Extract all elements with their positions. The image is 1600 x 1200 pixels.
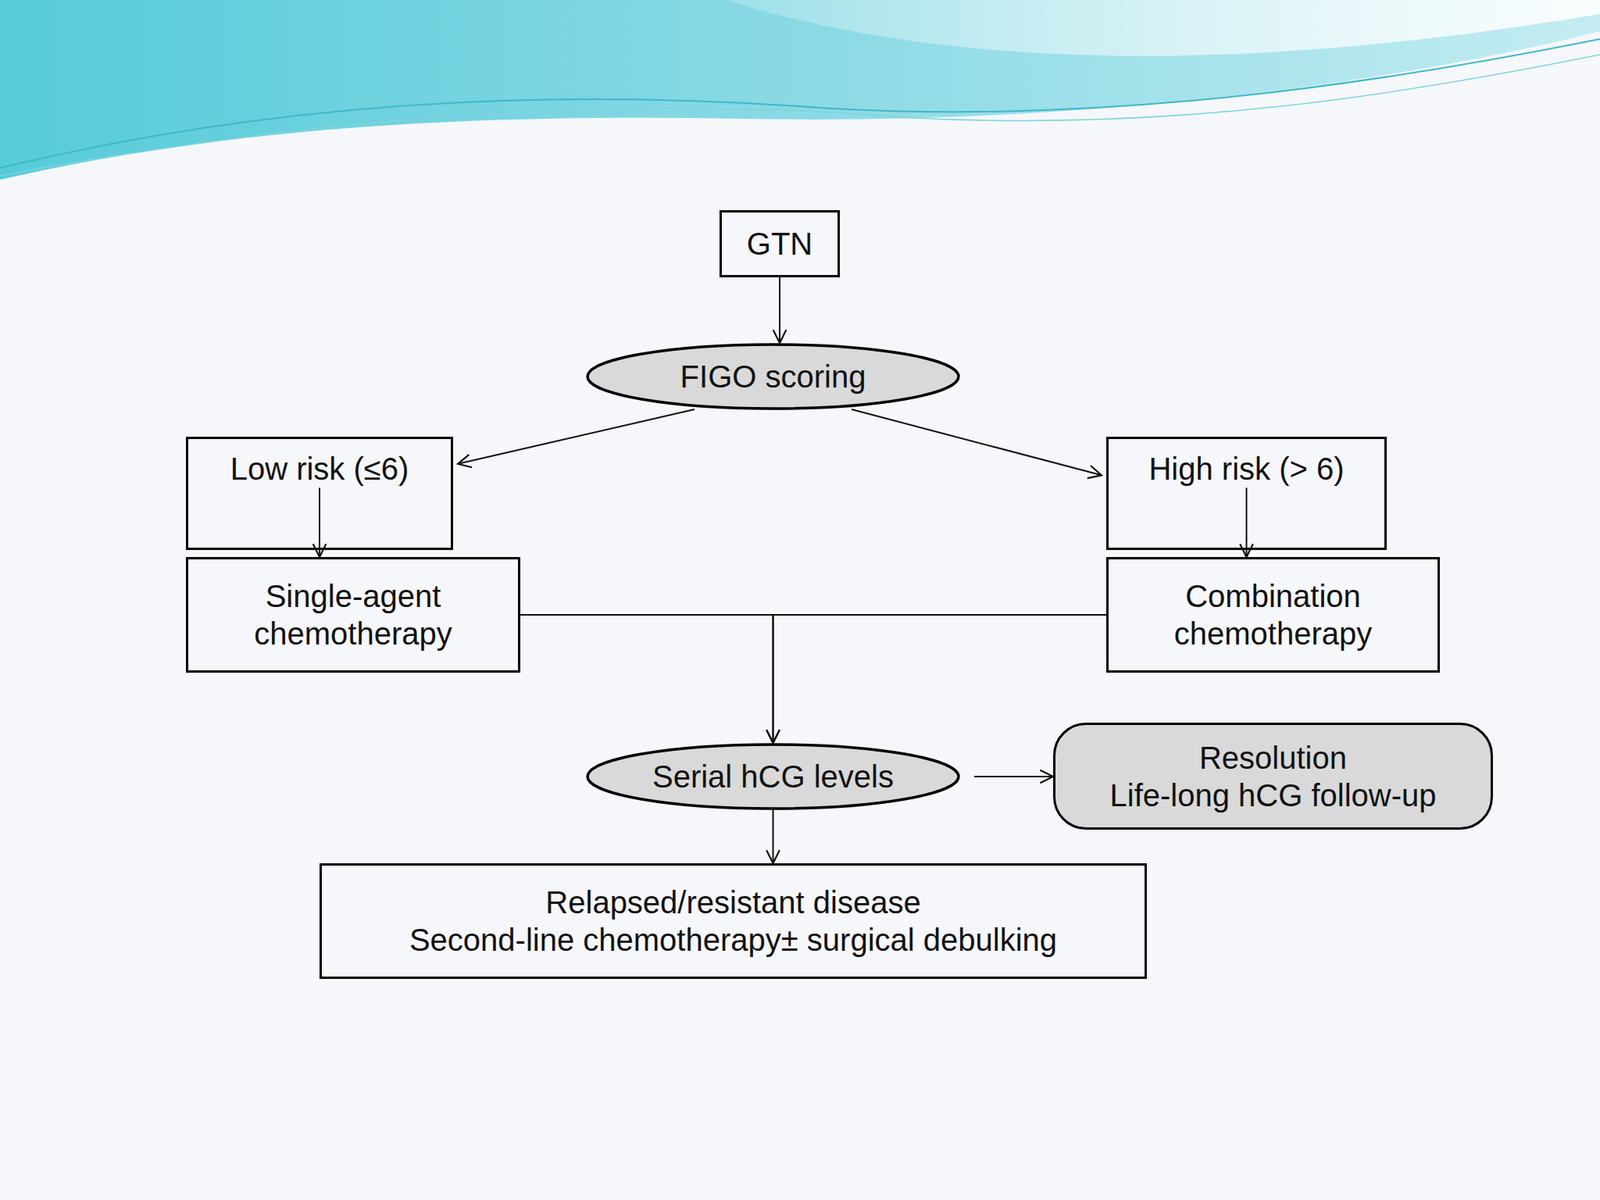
ellipse-shape — [587, 344, 959, 409]
node-text: Single-agent chemotherapy — [188, 577, 518, 653]
flow-arrow — [457, 409, 695, 465]
ellipse-shape — [587, 744, 959, 809]
wave-line — [0, 54, 1600, 176]
node-text: Life-long hCG follow-up — [1102, 776, 1445, 815]
flow-arrow — [851, 409, 1102, 475]
wave-highlight — [726, 0, 1600, 57]
decision-ellipse: FIGO scoring — [585, 342, 961, 411]
process-box: Combination chemotherapy — [1106, 557, 1440, 673]
flow-arrow — [1246, 487, 1248, 558]
wave-band — [0, 0, 1600, 180]
node-text: Relapsed/resistant disease — [537, 883, 929, 922]
flow-arrow — [772, 810, 775, 864]
node-text: GTN — [739, 225, 821, 263]
node-text: Serial hCG levels — [644, 757, 902, 796]
risk-box: Low risk (≤6) — [185, 436, 454, 550]
flow-arrow — [520, 614, 774, 743]
node-text: Low risk (≤6) — [222, 450, 418, 488]
node-text: High risk (> 6) — [1140, 450, 1352, 488]
wave-line — [0, 39, 1600, 168]
flow-arrow — [974, 775, 1054, 778]
node-text: FIGO scoring — [672, 357, 875, 396]
process-box: Relapsed/resistant diseaseSecond-line ch… — [319, 863, 1147, 979]
flow-arrow — [318, 487, 321, 558]
node-text: Second-line chemotherapy± surgical debul… — [401, 921, 1065, 959]
node-text: Resolution — [1191, 739, 1355, 777]
outcome-box: ResolutionLife-long hCG follow-up — [1053, 722, 1493, 830]
flow-arrow — [773, 614, 1108, 743]
decision-ellipse: Serial hCG levels — [585, 742, 961, 811]
risk-box: High risk (> 6) — [1106, 436, 1387, 550]
node-text: Combination chemotherapy — [1108, 577, 1438, 653]
process-box: Single-agent chemotherapy — [185, 557, 521, 673]
flow-arrow — [778, 277, 781, 343]
start-box: GTN — [719, 210, 840, 278]
